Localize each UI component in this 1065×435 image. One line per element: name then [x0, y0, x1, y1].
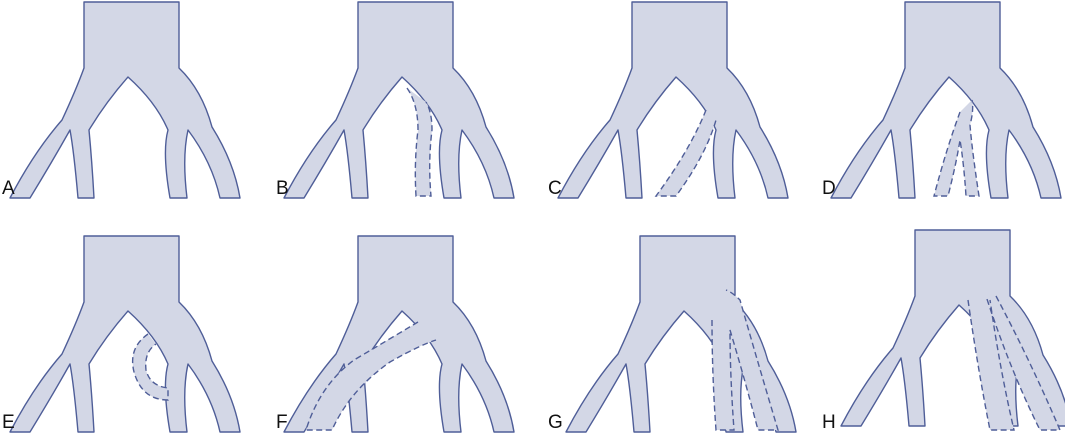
panel-h: H [822, 229, 1065, 433]
vessel-tree [283, 1, 515, 199]
vessel-tree [9, 1, 241, 199]
panel-label: H [822, 412, 836, 433]
base-vessels [967, 295, 1062, 431]
panel-a: A [2, 1, 241, 199]
vessel-tree [557, 1, 789, 199]
looping-vessel [131, 333, 169, 401]
panel-c: C [548, 1, 789, 199]
panel-label: C [548, 178, 562, 199]
panel-label: F [276, 412, 288, 433]
panel-label: D [822, 178, 836, 199]
panel-g: G [548, 235, 797, 433]
oblique-vessel [305, 321, 437, 431]
bifid-vessel [933, 99, 980, 197]
panel-d: D [822, 1, 1062, 199]
panel-e: E [2, 235, 241, 433]
panel-b: B [276, 1, 515, 199]
panel-label: A [2, 178, 15, 199]
paired-vessels [711, 289, 779, 431]
panel-label: G [548, 412, 563, 433]
panel-label: E [2, 412, 15, 433]
crossing-vessel [654, 109, 717, 197]
accessory-vessel [406, 87, 433, 197]
vessel-tree [9, 235, 241, 433]
panel-label: B [276, 178, 289, 199]
panel-f: F [276, 235, 515, 433]
